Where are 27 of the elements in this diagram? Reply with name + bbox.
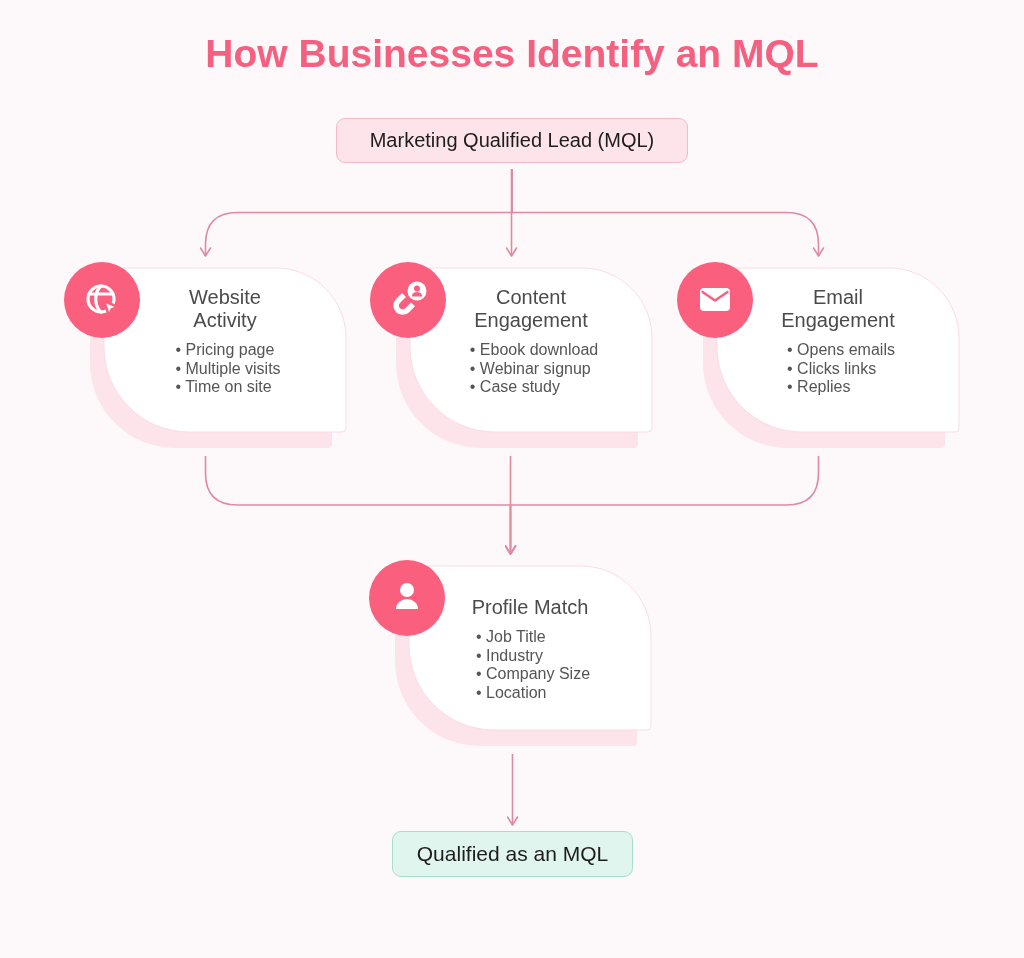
card-heading: Email Engagement xyxy=(780,286,896,332)
card-heading: Profile Match xyxy=(471,596,589,619)
step-card xyxy=(370,262,653,450)
bullet-item: • Job Title xyxy=(475,628,547,647)
bullet-item: • Industry xyxy=(475,646,544,665)
card-heading: Website Activity xyxy=(188,286,262,332)
step-card xyxy=(369,560,652,748)
diagram-title: How Businesses Identify an MQL xyxy=(205,31,819,77)
bullet-item: • Ebook download xyxy=(469,341,599,360)
bullet-item: • Company Size xyxy=(475,665,591,684)
bullet-item: • Location xyxy=(475,683,548,702)
start-box: Marketing Qualified Lead (MQL) xyxy=(336,118,688,163)
result-box: Qualified as an MQL xyxy=(392,831,633,877)
bullet-item: • Replies xyxy=(787,378,852,397)
bullet-item: • Webinar signup xyxy=(469,359,592,378)
arrow xyxy=(511,168,825,257)
bullet-item: • Multiple visits xyxy=(175,359,281,378)
step-card xyxy=(677,262,960,450)
arrow xyxy=(506,753,519,826)
arrow xyxy=(504,455,820,555)
bullet-item: • Opens emails xyxy=(787,341,895,360)
bullet-item: • Case study xyxy=(469,378,561,397)
bullet-item: • Time on site xyxy=(175,378,273,397)
step-card xyxy=(64,262,347,450)
bullet-item: • Pricing page xyxy=(175,341,276,360)
card-heading: Content Engagement xyxy=(473,286,589,332)
bullet-item: • Clicks links xyxy=(787,359,878,378)
